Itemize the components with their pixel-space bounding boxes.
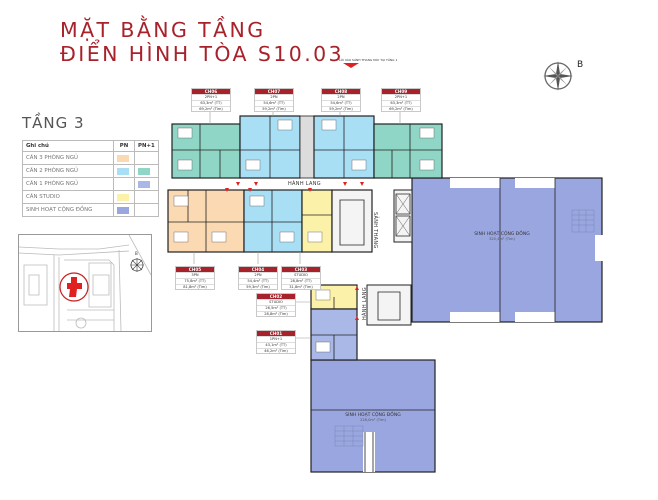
- community-area-label: SINH HOẠT CỘNG ĐỒNG 320,4m² (Tim): [474, 232, 530, 241]
- site-map-north-label: B: [135, 251, 138, 256]
- floor-label: TẦNG 3: [22, 114, 85, 132]
- legend-row: SINH HOẠT CỘNG ĐỒNG: [22, 203, 159, 217]
- swatch-community: [117, 206, 129, 214]
- unit-tag-ch06[interactable]: CH06 2PN+1 63,3m² (TT) 69,2m² (Tim): [191, 88, 231, 113]
- page-title: MẶT BẰNG TẦNG ĐIỂN HÌNH TÒA S10.03: [60, 18, 344, 66]
- unit-tag-ch02[interactable]: CH02 STUDIO 26,5m² (TT) 28,8m² (Tim): [256, 293, 296, 318]
- compass-rose-icon: [543, 61, 573, 91]
- swatch-two-bed-plus: [138, 167, 150, 175]
- community-area-label: SINH HOẠT CỘNG ĐỒNG 226,0m² (Tim): [345, 413, 401, 422]
- unit-tag-ch07[interactable]: CH07 2PN 54,6m² (TT) 59,2m² (Tim): [254, 88, 294, 113]
- entry-note: LỐI VÀO SẢNH THANG MÁY TẠI TẦNG 1: [339, 58, 398, 62]
- legend-row: CĂN 3 PHÒNG NGỦ: [22, 151, 159, 165]
- unit-tag-ch05[interactable]: CH05 3PN 75,8m² (TT) 81,8m² (Tim): [175, 266, 215, 291]
- unit-tag-ch03[interactable]: CH03 STUDIO 28,8m² (TT) 31,8m² (Tim): [281, 266, 321, 291]
- unit-tag-ch04[interactable]: CH04 2PN 54,4m² (TT) 59,3m² (Tim): [238, 266, 278, 291]
- site-map-drawing: B: [19, 235, 151, 331]
- swatch-three-bed: [117, 154, 129, 162]
- title-line-2: ĐIỂN HÌNH TÒA S10.03: [60, 42, 345, 66]
- legend-table: Ghi chú PN PN+1 CĂN 3 PHÒNG NGỦ CĂN 2 PH…: [22, 140, 159, 217]
- unit-tag-ch08[interactable]: CH08 2PN 54,6m² (TT) 59,2m² (Tim): [321, 88, 361, 113]
- corridor-label-lobby: SẢNH THANG: [372, 212, 378, 249]
- compass-north-label: B: [577, 60, 584, 70]
- title-line-1: MẶT BẰNG TẦNG: [60, 18, 266, 42]
- unit-tag-ch09[interactable]: CH09 2PN+1 63,3m² (TT) 69,2m² (Tim): [381, 88, 421, 113]
- entry-arrow-icon: [343, 63, 359, 68]
- swatch-two-bed: [117, 167, 129, 175]
- corridor-label-main: HÀNH LANG: [288, 181, 321, 187]
- unit-tag-ch01[interactable]: CH01 1PN+1 43,1m² (TT) 46,2m² (Tim): [256, 330, 296, 355]
- swatch-studio: [117, 193, 129, 201]
- site-location-map: B: [18, 234, 152, 332]
- corridor-label-lower: HÀNH LANG: [362, 287, 368, 320]
- swatch-one-bed-plus: [138, 180, 150, 188]
